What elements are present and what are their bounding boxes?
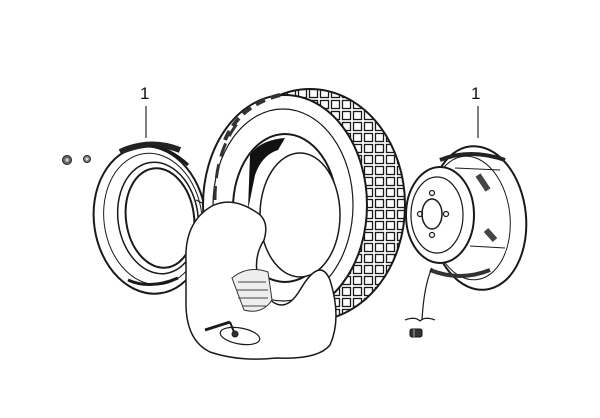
inner-tube	[185, 201, 337, 360]
bolt	[409, 328, 423, 338]
right-rim-half-with-hub	[404, 145, 528, 322]
valve-stem	[204, 320, 261, 346]
left-rim-half	[92, 141, 208, 295]
nuts	[62, 155, 91, 165]
callout-label-left: 1	[140, 84, 150, 103]
callout-label-right: 1	[471, 84, 481, 103]
tire	[202, 88, 406, 322]
